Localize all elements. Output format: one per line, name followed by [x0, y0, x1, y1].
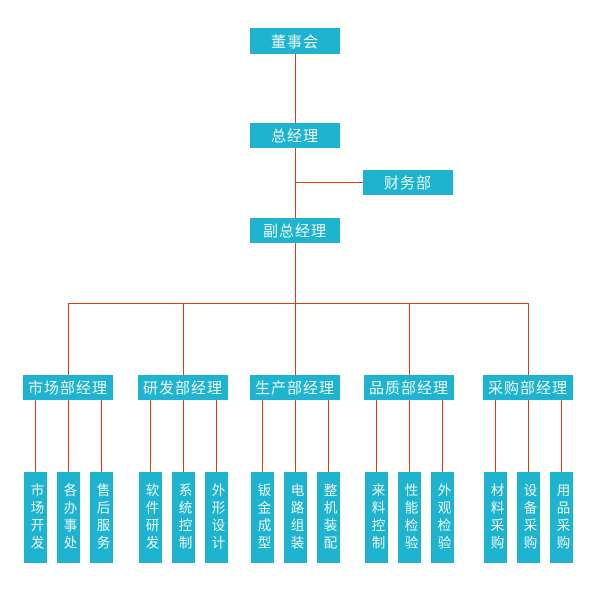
connector-line [68, 400, 69, 472]
connector-line [183, 303, 184, 375]
org-node-subunit: 钣金成型 [251, 472, 274, 563]
connector-line [295, 400, 296, 472]
connector-line [295, 148, 296, 218]
connector-line [68, 303, 69, 375]
connector-line [295, 182, 363, 183]
org-node-department: 研发部经理 [138, 375, 228, 400]
org-node-department: 品质部经理 [364, 375, 454, 400]
org-node-finance: 财务部 [363, 170, 453, 195]
connector-line [409, 303, 410, 375]
connector-line [295, 243, 296, 303]
connector-line [409, 400, 410, 472]
org-node-board: 董事会 [250, 28, 340, 54]
connector-line [528, 400, 529, 472]
org-node-subunit: 市场开发 [24, 472, 47, 563]
org-node-subunit: 设备采购 [517, 472, 540, 563]
connector-line [216, 400, 217, 472]
connector-line [376, 400, 377, 472]
connector-line [528, 303, 529, 375]
org-node-subunit: 材料采购 [484, 472, 507, 563]
org-node-subunit: 外观检验 [431, 472, 454, 563]
org-node-subunit: 来料控制 [365, 472, 388, 563]
org-node-department: 采购部经理 [483, 375, 573, 400]
org-node-subunit: 电路组装 [284, 472, 307, 563]
connector-line [442, 400, 443, 472]
org-node-department: 生产部经理 [250, 375, 340, 400]
org-node-subunit: 各办事处 [57, 472, 80, 563]
org-node-general-manager: 总经理 [250, 123, 340, 148]
org-node-subunit: 用品采购 [550, 472, 573, 563]
connector-line [495, 400, 496, 472]
org-node-subunit: 系统控制 [172, 472, 195, 563]
connector-line [295, 303, 296, 375]
org-node-department: 市场部经理 [23, 375, 113, 400]
org-node-subunit: 整机装配 [317, 472, 340, 563]
connector-line [183, 400, 184, 472]
connector-line [328, 400, 329, 472]
org-node-subunit: 售后服务 [90, 472, 113, 563]
connector-line [35, 400, 36, 472]
connector-line [262, 400, 263, 472]
connector-line [561, 400, 562, 472]
connector-line [68, 303, 528, 304]
org-node-subunit: 软件研发 [139, 472, 162, 563]
connector-line [101, 400, 102, 472]
org-node-subunit: 外形设计 [205, 472, 228, 563]
org-node-deputy-general-manager: 副总经理 [250, 218, 340, 243]
org-node-subunit: 性能检验 [398, 472, 421, 563]
connector-line [295, 54, 296, 123]
connector-line [150, 400, 151, 472]
